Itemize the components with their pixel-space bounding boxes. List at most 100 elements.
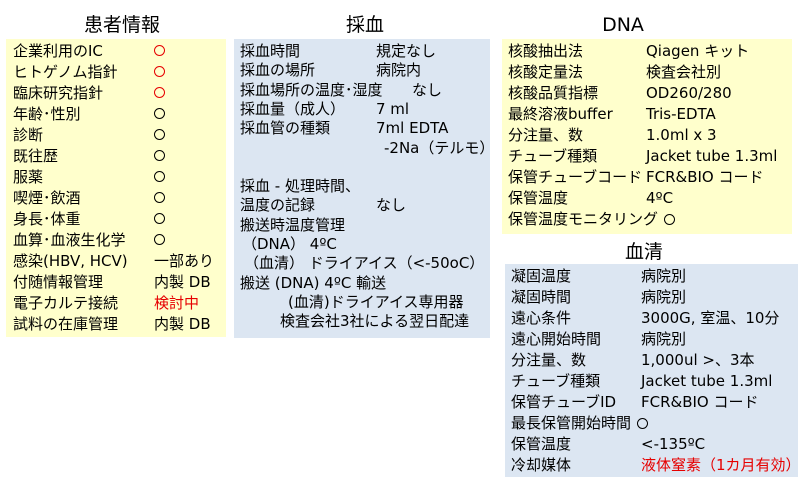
blood-line-value: なし (376, 196, 407, 215)
blood-line: （DNA） 4ºC (234, 234, 490, 255)
dna-row: 核酸抽出法 Qiagen キット (502, 41, 792, 62)
blood-line: 採血の場所 病院内 (234, 60, 490, 81)
row-label: チューブ種類 (508, 147, 598, 165)
serum-row: 凝固温度 病院別 (505, 266, 798, 287)
row-label: 凝固時間 (511, 288, 572, 306)
row-label: 保管温度 (511, 435, 572, 453)
row-value: 液体窒素（1カ月有効） (641, 456, 800, 474)
blood-line: 採血時間規定なし (234, 41, 490, 62)
row-value: 内製 DB (154, 273, 211, 291)
patient-row: 感染(HBV, HCV) 一部あり (6, 251, 226, 272)
blood-line-label: 採血場所の温度･湿度 (240, 80, 383, 99)
dna-row: 保管温度モニタリング (502, 209, 792, 230)
row-label: 最終溶液buffer (508, 105, 613, 123)
row-value: 検査会社別 (646, 63, 722, 81)
row-value: 1.0ml x 3 (646, 126, 717, 144)
blood-line: (血清)ドライアイス専用器 (234, 292, 490, 313)
blood-line-label: 搬送 (DNA) 4ºC 輸送 (240, 273, 387, 292)
row-value: Qiagen キット (646, 42, 750, 60)
blood-line-label: 採血の場所 (240, 61, 316, 80)
row-value: 一部あり (154, 252, 215, 270)
row-value: 病院別 (641, 267, 687, 285)
blood-line-label: 採血管の種類 (240, 119, 331, 138)
row-label: 血算･血液生化学 (13, 231, 126, 249)
row-value: FCR&BIO コード (646, 168, 764, 186)
blood-line-label: 検査会社3社による翌日配達 (280, 312, 470, 331)
row-label: 試料の在庫管理 (13, 315, 119, 333)
circle-icon (154, 129, 165, 140)
row-value: 検討中 (154, 294, 200, 312)
patient-row: 診断 (6, 125, 226, 146)
red-circle-icon (154, 87, 165, 98)
blood-line: 搬送 (DNA) 4ºC 輸送 (234, 273, 490, 294)
row-label: 遠心開始時間 (511, 330, 602, 348)
blood-line-label: （DNA） 4ºC (242, 235, 337, 253)
blood-line-label: 採血 - 処理時間、 (240, 177, 360, 196)
red-circle-icon (154, 66, 165, 77)
serum-row: 遠心開始時間 病院別 (505, 329, 798, 350)
row-label: 感染(HBV, HCV) (13, 252, 128, 270)
patient-row: 電子カルテ接続 検討中 (6, 293, 226, 314)
patient-row: 喫煙･飲酒 (6, 188, 226, 209)
row-label: 服薬 (13, 168, 44, 186)
row-value: 病院別 (641, 330, 687, 348)
blood-line-label: 採血量（成人） (240, 99, 346, 118)
circle-icon (154, 108, 165, 119)
circle-icon (664, 214, 676, 225)
blood-line: 検査会社3社による翌日配達 (234, 311, 490, 332)
circle-icon (154, 150, 165, 161)
row-label: 核酸抽出法 (508, 42, 584, 60)
dna-title: DNA (602, 14, 644, 36)
patient-row: 試料の在庫管理 内製 DB (6, 314, 226, 335)
blood-line: （血清） ドライアイス（<-50oC） (234, 253, 490, 274)
dna-row: 核酸定量法検査会社別 (502, 62, 792, 83)
patient-row: 付随情報管理 内製 DB (6, 272, 226, 293)
row-label: 電子カルテ接続 (13, 294, 119, 312)
row-value: Jacket tube 1.3ml (641, 372, 773, 390)
serum-row: 保管温度<-135ºC (505, 434, 798, 455)
row-value: 病院別 (641, 288, 687, 306)
row-label: ヒトゲノム指針 (13, 63, 118, 81)
blood-line: 搬送時温度管理 (234, 215, 490, 236)
serum-row: 保管チューブID FCR&BIO コード (505, 392, 798, 413)
circle-icon (154, 192, 165, 203)
row-value: 1,000ul >、3本 (641, 351, 755, 369)
blood-line-label: (血清)ドライアイス専用器 (288, 292, 464, 311)
patient-row: 身長･体重 (6, 209, 226, 230)
blood-line: 採血場所の温度･湿度なし (234, 80, 490, 101)
row-label: 企業利用のIC (13, 42, 103, 60)
patient-row: 企業利用のIC (6, 41, 226, 62)
row-label: 保管温度モニタリング (508, 209, 676, 230)
row-label: 保管チューブID (511, 393, 617, 411)
row-label: 身長･体重 (13, 210, 81, 228)
patient-row: 臨床研究指針 (6, 83, 226, 104)
row-value: 内製 DB (154, 315, 211, 333)
row-label: 臨床研究指針 (13, 84, 104, 102)
blood-line-value: 7 ml (376, 99, 410, 118)
blood-draw-title: 採血 (345, 14, 385, 36)
blood-line-value: 病院内 (376, 61, 422, 80)
row-value: FCR&BIO コード (641, 393, 759, 411)
blood-line-value: 規定なし (376, 42, 437, 60)
row-label: 凝固温度 (511, 267, 572, 285)
blood-line (234, 157, 490, 178)
blood-line: -2Na（テルモ） (234, 138, 494, 159)
row-value: OD260/280 (646, 84, 732, 102)
circle-icon (154, 234, 165, 245)
circle-icon (637, 418, 649, 429)
blood-line-label: （血清） ドライアイス（<-50oC） (244, 254, 485, 273)
blood-line-label: 温度の記録 (240, 196, 316, 215)
circle-icon (154, 213, 165, 224)
red-circle-icon (154, 45, 165, 56)
serum-title: 血清 (624, 241, 664, 263)
row-label: 付随情報管理 (13, 273, 104, 291)
patient-row: 既往歴 (6, 146, 226, 167)
